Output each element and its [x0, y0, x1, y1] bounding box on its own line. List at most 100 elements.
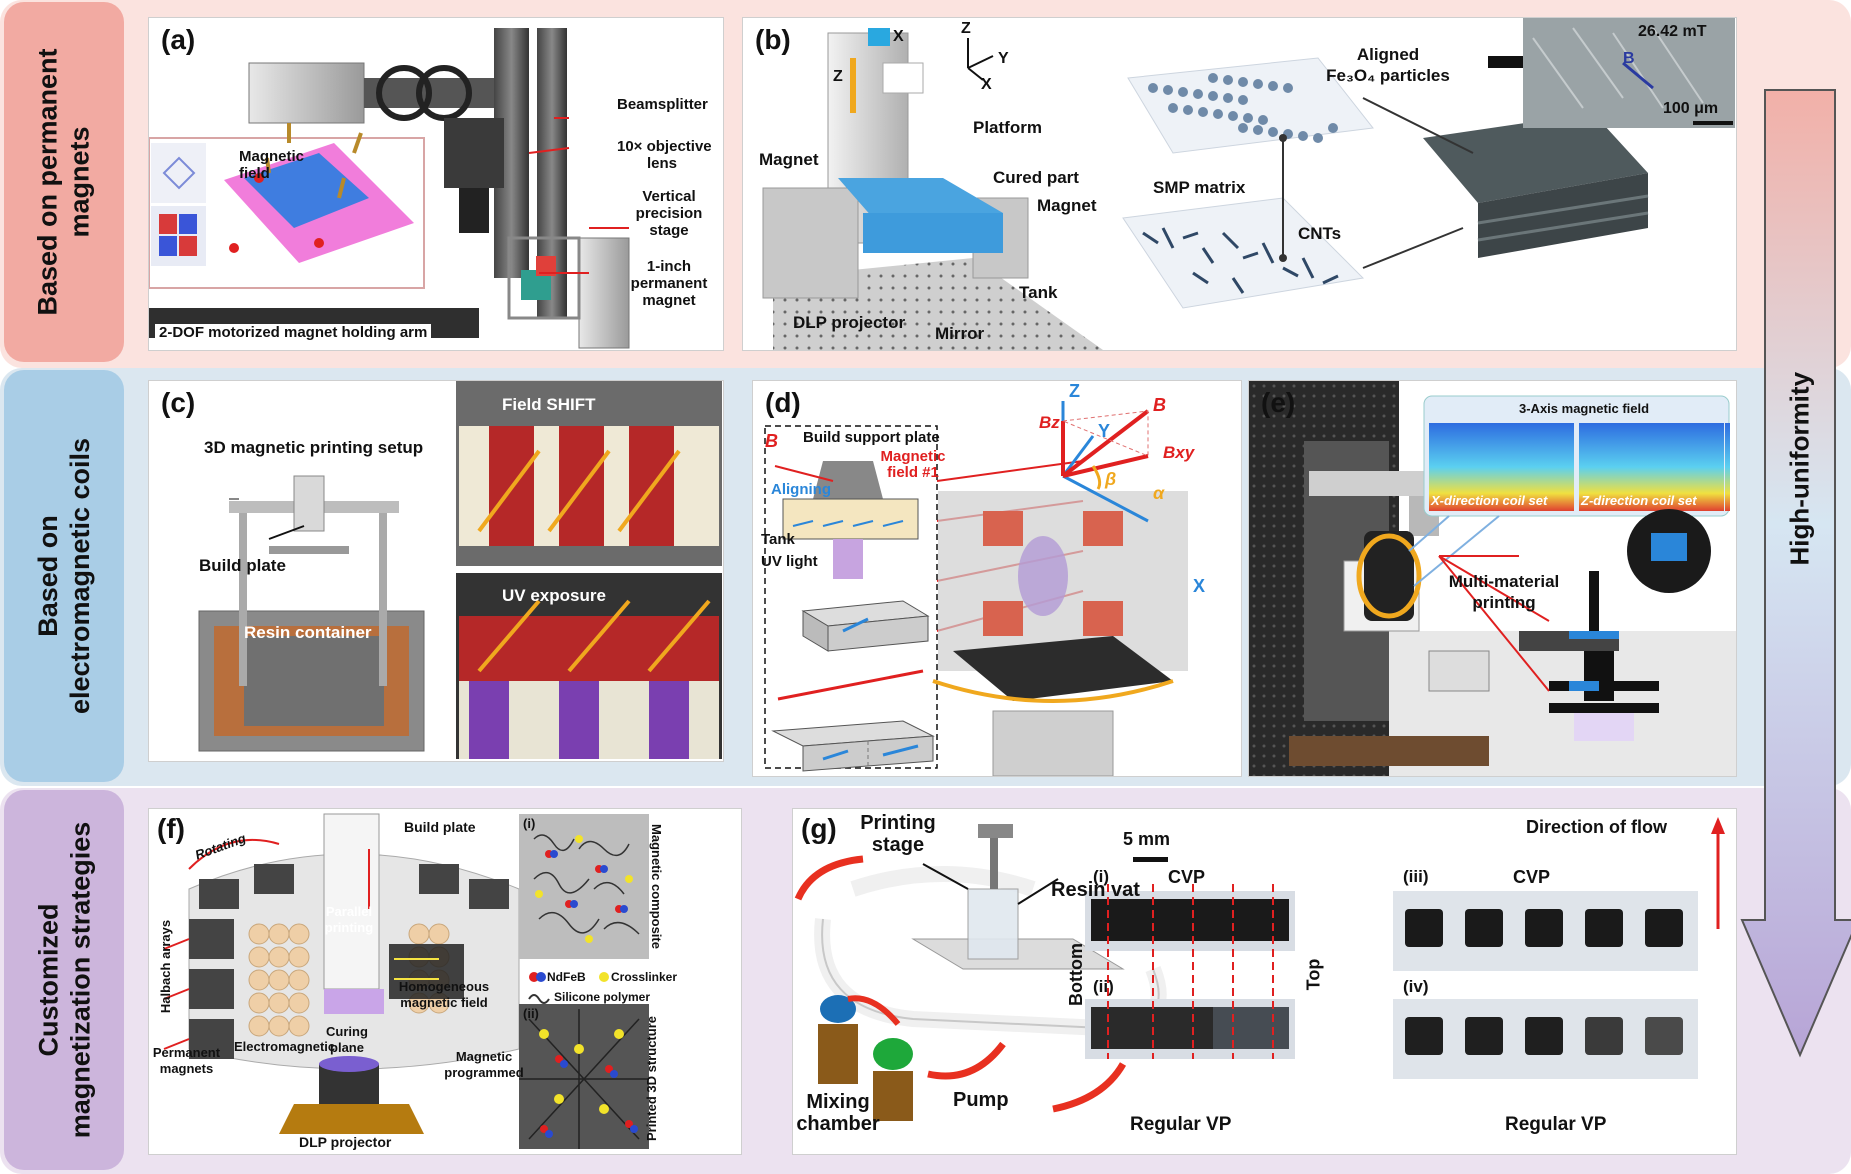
- label-resin-container: Resin container: [244, 623, 372, 642]
- label-dlp-projector: DLP projector: [793, 313, 906, 332]
- cvp-dividers: [1107, 884, 1274, 1059]
- axis-label-z: Z: [961, 20, 971, 37]
- wood-base: [1289, 736, 1489, 766]
- resin-tank: [782, 498, 919, 540]
- optical-rail: [364, 78, 504, 108]
- frame-rod: [379, 506, 387, 686]
- resin-container: [244, 636, 384, 726]
- label-micrograph-b: B: [1623, 50, 1635, 67]
- x-coil-heatmap: [1429, 423, 1574, 511]
- label-z-coil: Z-direction coil set: [1581, 493, 1697, 508]
- label-ii: (ii): [523, 1006, 539, 1021]
- label-beamsplitter: Beamsplitter: [617, 96, 708, 113]
- label-tank: Tank: [1019, 283, 1058, 302]
- label-magnet-right: Magnet: [1037, 196, 1097, 215]
- printing-stage-rod: [990, 829, 998, 889]
- panel-g-illustration: [794, 817, 1725, 1121]
- label-cnts: CNTs: [1298, 224, 1342, 243]
- label-i: (i): [523, 816, 536, 831]
- label-bz: Bz: [1039, 413, 1060, 432]
- axis-y: [1061, 435, 1095, 477]
- label-silicone-polymer: Silicone polymer: [554, 990, 651, 1004]
- label-pump: Pump: [953, 1089, 1009, 1111]
- build-plate-actuator: [293, 475, 325, 532]
- high-uniformity-arrow: [1740, 89, 1851, 1058]
- label-magnetic-composite: Magnetic composite: [648, 824, 664, 949]
- panel-f-illustration: [163, 813, 649, 1149]
- cartridge-chip: [1651, 533, 1687, 561]
- panel-b-illustration: [762, 18, 1735, 350]
- rotation-arrow: [188, 838, 280, 870]
- axis-x: [1062, 474, 1149, 523]
- blue-plate: [244, 153, 369, 228]
- band-label-line: electromagnetic coils: [65, 437, 96, 715]
- label-i: (i): [1093, 867, 1110, 886]
- micrograph-b-arrow: [1622, 61, 1654, 90]
- b-arrow-inset: [777, 669, 924, 701]
- label-smp-matrix: SMP matrix: [1153, 178, 1246, 197]
- panel-g-label: (g): [801, 813, 837, 844]
- panel-b-label: (b): [755, 24, 791, 55]
- label-b: B: [1153, 395, 1166, 415]
- label-field-shift: Field SHIFT: [502, 395, 596, 414]
- label-z: Z: [833, 68, 843, 85]
- build-plate: [269, 546, 349, 554]
- cvp-strip: [1091, 899, 1289, 941]
- label-platform: Platform: [973, 118, 1042, 137]
- objective-lens: [459, 188, 489, 233]
- coil-block: [983, 601, 1023, 636]
- motor-box: [1428, 650, 1490, 692]
- coil-block: [1083, 601, 1123, 636]
- label-scale-100um: 100 μm: [1663, 100, 1719, 117]
- label-axis-x: X: [1193, 576, 1206, 596]
- label-uv-exposure: UV exposure: [502, 586, 606, 605]
- panel-e-illustration: [1249, 381, 1736, 776]
- resin-tank-top: [838, 178, 1003, 218]
- pump-motor: [873, 1038, 913, 1070]
- axis-label-x: X: [981, 76, 992, 93]
- panel-a-illustration: [149, 28, 630, 349]
- label-ndfeb: NdFeB: [547, 970, 586, 984]
- resin-vat: [967, 888, 1019, 960]
- label-crosslinker: Crosslinker: [611, 970, 678, 984]
- panel-e-label: (e): [1261, 387, 1296, 418]
- micrograph-scalebar: [1693, 121, 1733, 125]
- x-stage: [868, 28, 890, 46]
- composite-beam-top: [1423, 113, 1648, 203]
- label-b-left: B: [765, 431, 778, 451]
- label-bxy: Bxy: [1163, 443, 1195, 462]
- label-regular-vp-2: Regular VP: [1505, 1114, 1607, 1135]
- label-3axis-field: 3-Axis magnetic field: [1519, 401, 1650, 416]
- coil-block: [1083, 511, 1123, 546]
- dual-domain-block: [802, 735, 934, 772]
- vertical-stage: [578, 237, 630, 349]
- label-axis-y: Y: [1098, 421, 1111, 441]
- lens-ring: [376, 65, 432, 121]
- panel-d-label: (d): [765, 387, 801, 418]
- label-cvp-1: CVP: [1168, 867, 1206, 887]
- label-high-uniformity: High-uniformity: [1784, 371, 1815, 566]
- rotation-arrow: [932, 679, 1174, 703]
- field-arrow: [337, 177, 346, 199]
- magnet-block-left: [762, 187, 859, 299]
- label-iv: (iv): [1403, 977, 1429, 996]
- composite-micrograph: [519, 814, 649, 959]
- label-resin-vat: Resin vat: [1051, 879, 1140, 901]
- label-cvp-2: CVP: [1513, 867, 1551, 887]
- label-beta: β: [1105, 469, 1117, 489]
- pump-body: [873, 1071, 913, 1121]
- band-label-line: magnets: [65, 126, 95, 238]
- flow-arrow: [794, 855, 864, 901]
- coil-ring: [1364, 531, 1414, 621]
